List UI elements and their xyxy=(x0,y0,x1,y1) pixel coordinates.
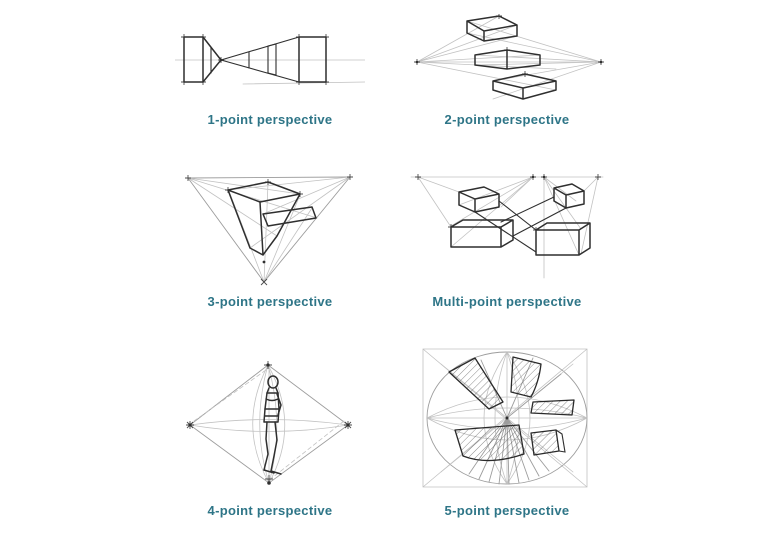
card-two-point-perspective: 2-point perspective xyxy=(397,14,617,127)
caption-two-point: 2-point perspective xyxy=(444,112,570,127)
card-multi-point-perspective: Multi-point perspective xyxy=(397,160,617,309)
five-point-perspective-sketch xyxy=(422,348,588,488)
caption-five-point: 5-point perspective xyxy=(444,503,570,518)
multi-point-perspective-sketch xyxy=(410,174,603,279)
standing-figure xyxy=(263,375,282,475)
card-five-point-perspective: 5-point perspective xyxy=(397,342,617,518)
card-three-point-perspective: 3-point perspective xyxy=(160,160,380,309)
four-point-perspective-sketch xyxy=(186,361,352,485)
caption-four-point: 4-point perspective xyxy=(207,503,333,518)
caption-three-point: 3-point perspective xyxy=(207,294,333,309)
card-one-point-perspective: 1-point perspective xyxy=(160,14,380,127)
caption-multi-point: Multi-point perspective xyxy=(432,294,582,309)
two-point-perspective-sketch xyxy=(414,14,604,100)
three-point-perspective-sketch xyxy=(185,174,353,286)
one-point-perspective-sketch xyxy=(175,34,365,85)
card-four-point-perspective: 4-point perspective xyxy=(160,342,380,518)
caption-one-point: 1-point perspective xyxy=(207,112,333,127)
